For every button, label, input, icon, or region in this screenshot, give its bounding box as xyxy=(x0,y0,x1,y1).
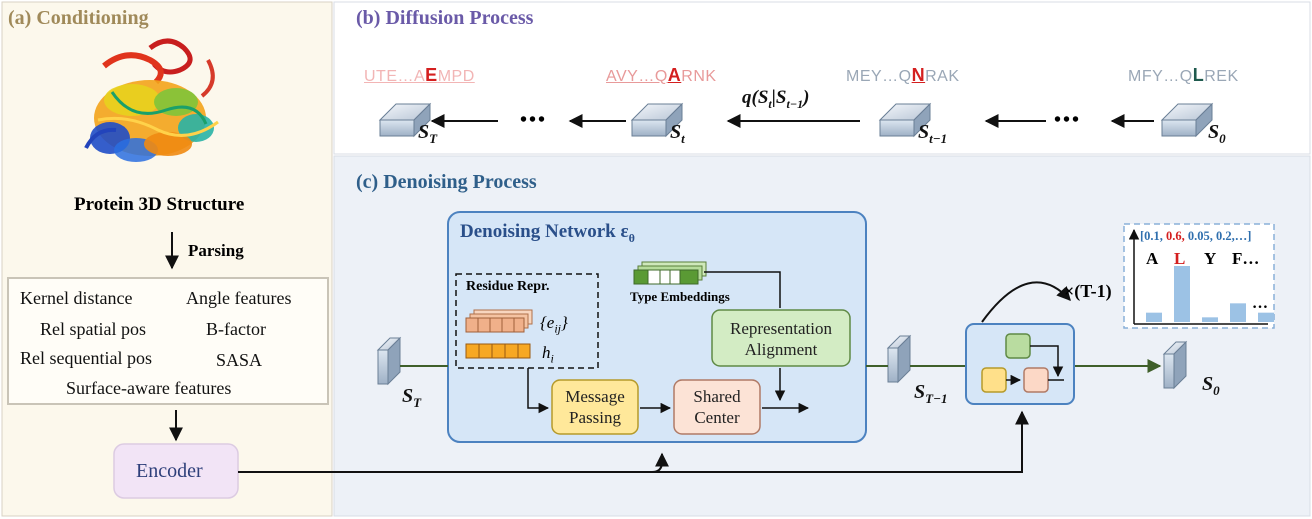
type-embeddings-icon xyxy=(633,261,707,285)
state-s-t-minus-1: St−1 xyxy=(918,121,948,146)
structure-label: Protein 3D Structure xyxy=(74,194,245,215)
probability-bar-4 xyxy=(1258,312,1274,322)
probability-trailing: … xyxy=(1252,295,1268,312)
feature-surface-aware: Surface-aware features xyxy=(66,378,232,398)
representation-alignment-box xyxy=(711,309,851,367)
residue-repr-box xyxy=(455,273,599,369)
feature-kernel-distance: Kernel distance xyxy=(20,288,133,308)
conditioning-panel xyxy=(1,1,333,517)
repeat-label: ×(T-1) xyxy=(1064,281,1112,301)
letter-f: F… xyxy=(1232,249,1260,268)
sequence-t-small: AVY…QARNK xyxy=(606,65,717,85)
edge-embedding-icon xyxy=(465,309,533,333)
probability-values: [0.1, 0.6, 0.05, 0.2,…] xyxy=(1140,229,1252,243)
feature-angle: Angle features xyxy=(186,288,292,308)
denoising-title: (c) Denoising Process xyxy=(356,171,537,193)
message-passing-label: Message Passing xyxy=(565,387,625,428)
ellipsis-right: ••• xyxy=(1054,109,1082,131)
feature-sasa: SASA xyxy=(216,350,263,370)
state-s-T: ST xyxy=(418,121,438,146)
sequence-t: UTE…AEMPD xyxy=(364,65,475,85)
state-s-0: S0 xyxy=(1208,121,1226,146)
probability-bar-0 xyxy=(1146,312,1162,322)
probability-bar-3 xyxy=(1230,303,1246,322)
message-passing-box xyxy=(551,379,639,435)
network-title: Denoising Network εθ xyxy=(460,221,635,245)
diffusion-panel xyxy=(333,1,1311,155)
representation-alignment-label: Representation Alignment xyxy=(730,319,832,360)
output-state-s-0: S0 xyxy=(1202,373,1220,398)
transition-label: q(St|St−1) xyxy=(742,87,810,111)
ellipsis-left: ••• xyxy=(520,109,548,131)
encoder-label: Encoder xyxy=(136,460,203,482)
input-state-s-T: ST xyxy=(402,385,422,410)
shared-center-box xyxy=(673,379,761,435)
feature-b-factor: B-factor xyxy=(206,319,266,339)
mid-state-s-T-minus-1: ST−1 xyxy=(914,381,948,406)
type-embeddings-label: Type Embeddings xyxy=(630,289,730,304)
feature-rel-spatial-pos: Rel spatial pos xyxy=(40,319,146,339)
sequence-0: MFY…QLREK xyxy=(1128,65,1239,85)
probability-bars xyxy=(1146,266,1274,322)
letter-y: Y xyxy=(1204,249,1217,268)
letter-l: L xyxy=(1174,249,1186,268)
edge-label: {eij} xyxy=(540,313,568,336)
sequence-t-minus-1: MEY…QNRAK xyxy=(846,65,960,85)
conditioning-title: (a) Conditioning xyxy=(8,7,149,29)
node-embedding-icon xyxy=(465,343,531,359)
parsing-label: Parsing xyxy=(188,241,244,260)
shared-center-label: Shared Center xyxy=(693,387,741,428)
features-box xyxy=(7,277,329,405)
state-s-t: St xyxy=(670,121,685,146)
diffusion-title: (b) Diffusion Process xyxy=(356,7,534,29)
protein-structure-image xyxy=(84,38,219,162)
probability-box xyxy=(1123,223,1275,329)
letter-a: A xyxy=(1146,249,1159,268)
probability-bar-2 xyxy=(1202,317,1218,322)
node-label: hi xyxy=(542,343,554,366)
feature-rel-sequential-pos: Rel sequential pos xyxy=(20,348,152,368)
residue-repr-label: Residue Repr. xyxy=(466,279,550,294)
probability-bar-1 xyxy=(1174,266,1190,322)
